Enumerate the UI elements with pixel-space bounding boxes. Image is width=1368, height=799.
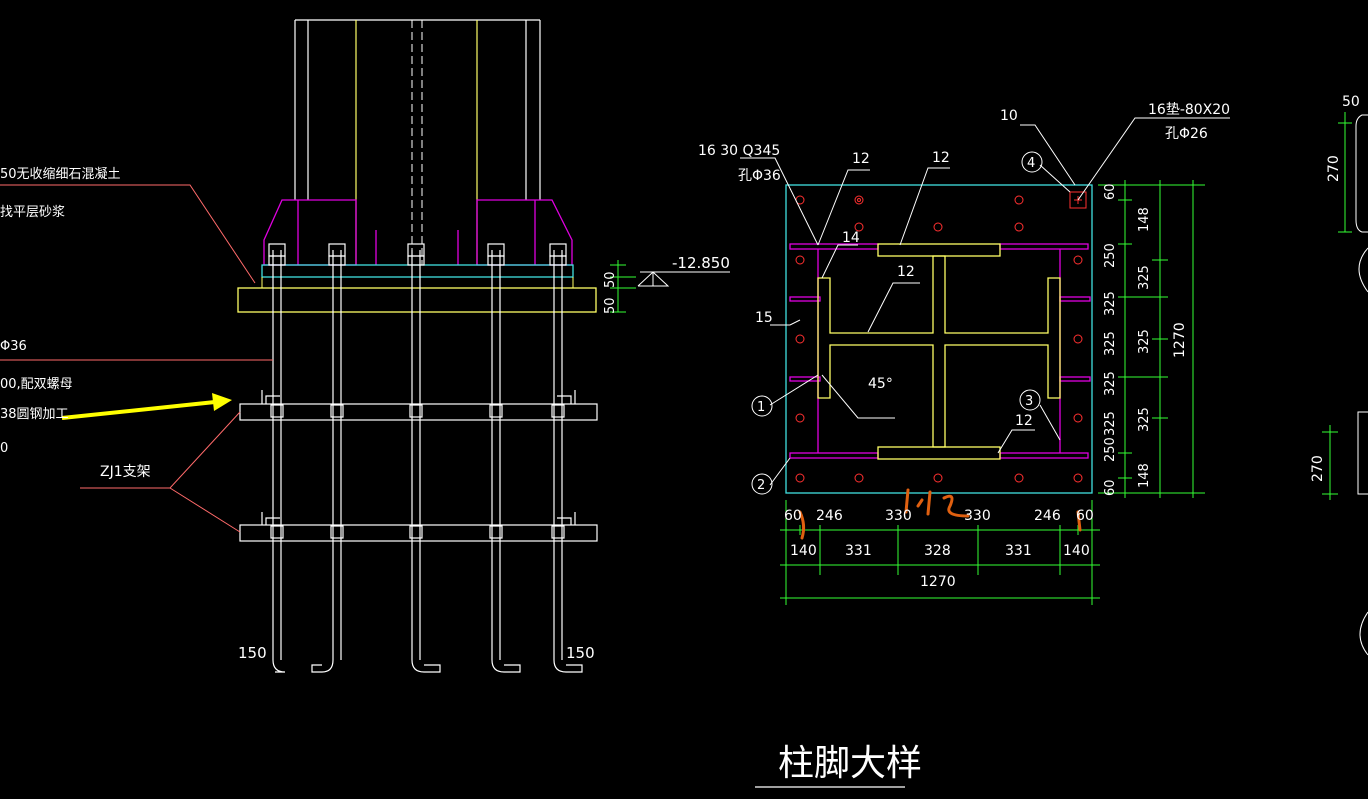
dim-partial-50: 50 xyxy=(1342,94,1360,110)
bolt-holes xyxy=(795,195,1083,483)
elevation-label: -12.850 xyxy=(672,254,730,272)
dim-hook-left: 150 xyxy=(238,644,267,662)
dim-r1-3: 325 xyxy=(1103,291,1118,316)
column-elevation xyxy=(0,19,730,673)
dim-b2-0: 140 xyxy=(790,543,817,559)
dim-right-total: 1270 xyxy=(1172,322,1188,358)
dim-b1-3: 330 xyxy=(964,508,991,524)
note-concrete: 50无收缩细石混凝土 xyxy=(0,166,121,182)
dim-b2-2: 328 xyxy=(924,543,951,559)
dim-b1-1: 246 xyxy=(816,508,843,524)
bubble-1: 1 xyxy=(757,400,765,415)
dim-r1-8: 60 xyxy=(1103,479,1118,496)
note-grout: 找平层砂浆 xyxy=(0,205,65,220)
dim-b1-2: 330 xyxy=(885,508,912,524)
dim-r1-0: 60 xyxy=(1103,183,1118,200)
dim-partial-270-b: 270 xyxy=(1310,455,1326,482)
partial-detail xyxy=(1322,112,1368,656)
drawing-title: 柱脚大样 xyxy=(778,743,922,784)
weld-10: 10 xyxy=(1000,108,1018,124)
angle-label: 45° xyxy=(868,376,893,392)
dim-r2-1: 325 xyxy=(1137,407,1152,432)
callout-left-line2: 孔Φ36 xyxy=(738,168,781,184)
note-round-steel: 38圆钢加工 xyxy=(0,407,69,422)
dim-partial-270-a: 270 xyxy=(1326,155,1342,182)
dim-r1-1: 148 xyxy=(1137,207,1152,232)
dim-r2-3: 325 xyxy=(1103,411,1118,436)
dim-b1-4: 246 xyxy=(1034,508,1061,524)
callout-right-line1: 16垫-80X20 xyxy=(1148,102,1230,118)
weld-12-b: 12 xyxy=(932,150,950,166)
dim-r1-4: 325 xyxy=(1103,371,1118,396)
base-plate-plan xyxy=(740,117,1230,605)
callout-right-line2: 孔Φ26 xyxy=(1165,126,1208,142)
weld-12-c: 12 xyxy=(897,264,915,280)
dim-b2-4: 140 xyxy=(1063,543,1090,559)
note-misc: 0 xyxy=(0,441,8,456)
weld-15: 15 xyxy=(755,310,773,326)
dim-r1-2: 250 xyxy=(1103,243,1118,268)
bubble-3: 3 xyxy=(1025,394,1033,409)
dim-r2-0: 325 xyxy=(1137,329,1152,354)
dim-r1-6: 250 xyxy=(1103,437,1118,462)
bubble-2: 2 xyxy=(757,478,765,493)
callout-left-line1: 16 30 Q345 xyxy=(698,143,780,159)
weld-12-a: 12 xyxy=(852,151,870,167)
dim-b2-3: 331 xyxy=(1005,543,1032,559)
dim-r2-2: 325 xyxy=(1103,331,1118,356)
dim-r1-5: 325 xyxy=(1137,265,1152,290)
dim-top-50: 50 xyxy=(603,271,618,288)
weld-14: 14 xyxy=(842,230,860,246)
yellow-arrow-icon xyxy=(61,393,232,420)
dim-bottom-50: 50 xyxy=(603,297,618,314)
note-double-nut: 00,配双螺母 xyxy=(0,377,73,392)
support-label: ZJ1支架 xyxy=(100,464,151,480)
note-bolt-dia: Φ36 xyxy=(0,339,27,354)
dim-r1-7: 148 xyxy=(1137,463,1152,488)
dim-hook-right: 150 xyxy=(566,644,595,662)
bubble-4: 4 xyxy=(1027,156,1035,171)
dim-b1-5: 60 xyxy=(1076,508,1094,524)
dim-bottom-total: 1270 xyxy=(920,574,956,590)
weld-12-d: 12 xyxy=(1015,413,1033,429)
dim-b1-0: 60 xyxy=(784,508,802,524)
dim-b2-1: 331 xyxy=(845,543,872,559)
